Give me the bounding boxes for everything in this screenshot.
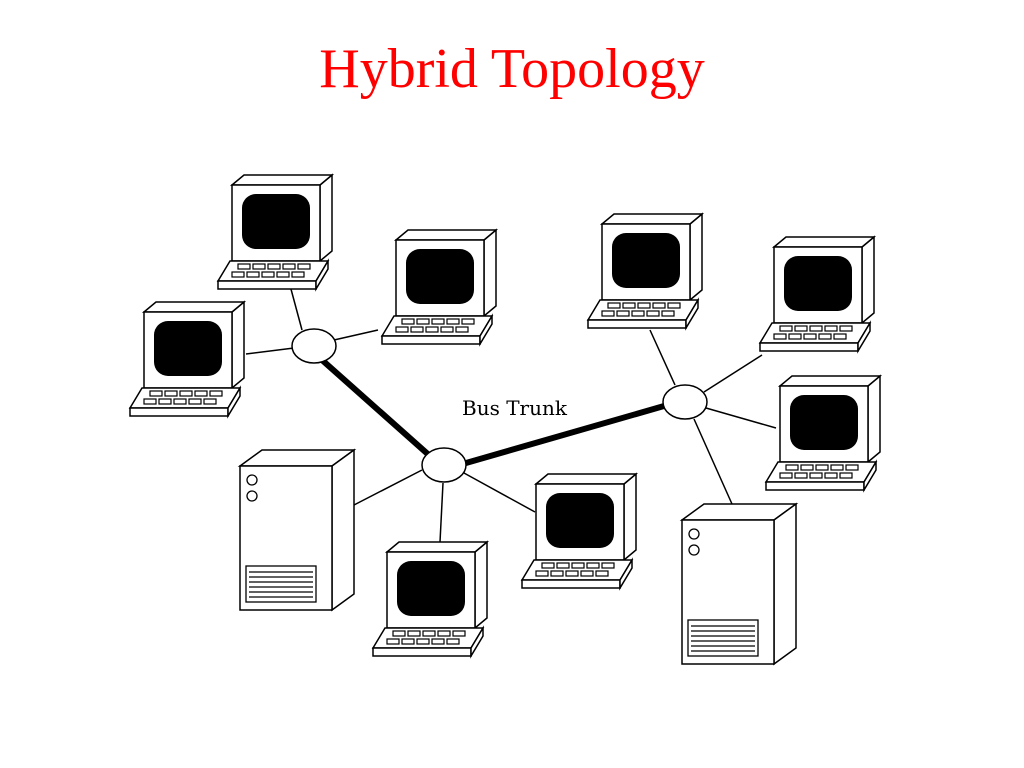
link-right-upper [703,354,763,393]
server-right [681,503,797,665]
link-center-bottom [439,482,444,543]
workstation-right-lower [765,375,881,491]
bus-trunk-label: Bus Trunk [462,396,568,420]
workstation-left-left [129,301,245,417]
slide-title: Hybrid Topology [319,38,705,100]
workstation-right-upper [759,236,875,352]
link-center-right [463,472,536,513]
workstation-center-right [521,473,637,589]
link-right-top [649,329,676,386]
workstation-right-top [587,213,703,329]
link-left-right [333,329,379,341]
spoke-links [245,277,777,543]
trunk-segment-left [319,357,433,459]
workstation-center-bottom [372,541,488,657]
link-left-left [245,347,295,355]
trunk-segment-right [463,403,667,466]
workstation-left-right [381,229,497,345]
hub-right [662,384,708,420]
link-right-server [693,418,733,505]
link-center-server [353,469,423,506]
bus-trunk [319,357,667,466]
hub-center [421,447,467,483]
link-right-lower [705,407,777,429]
server-center [239,449,355,611]
hub-left [291,328,337,364]
workstation-left-top [217,174,333,290]
